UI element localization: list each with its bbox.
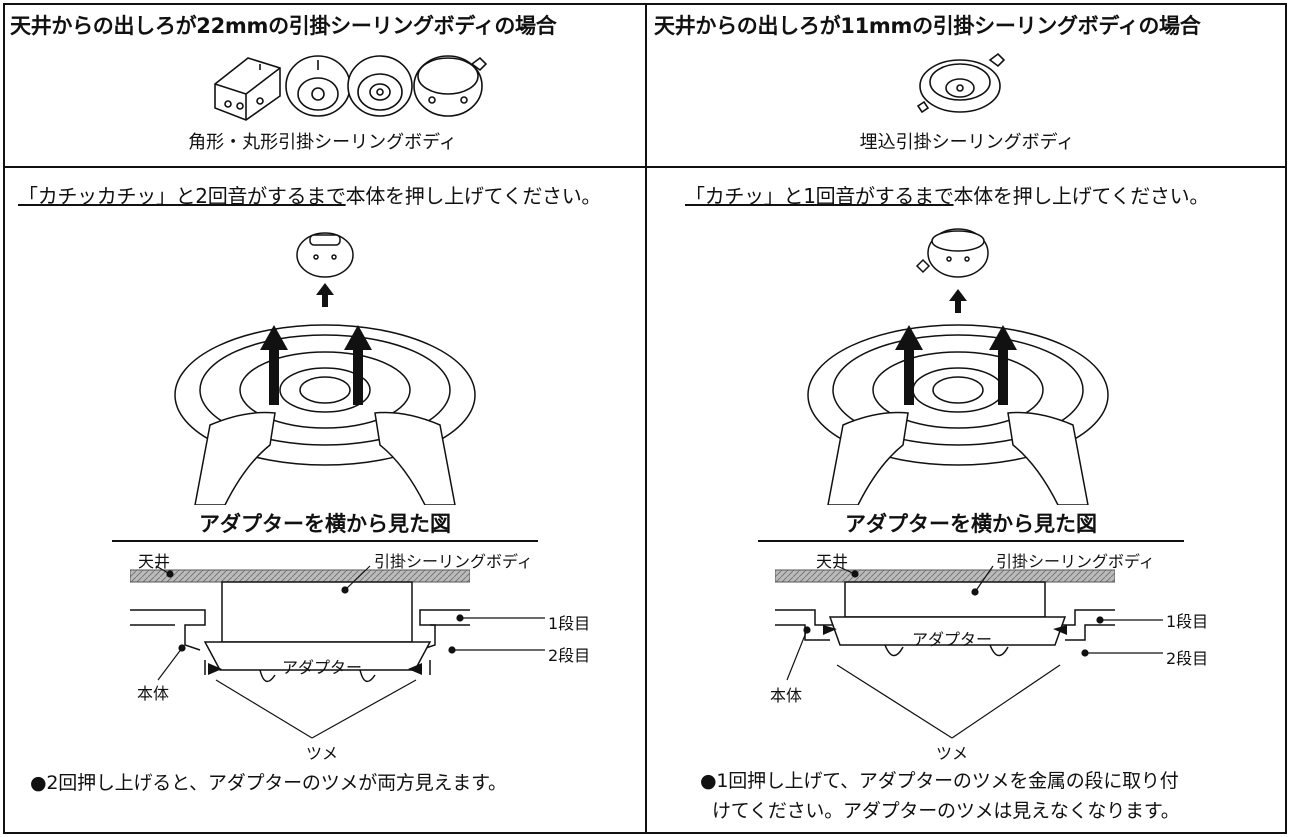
left-adapter-label: アダプター — [282, 658, 363, 677]
left-instruction-rest: 本体を押し上げてください。 — [345, 184, 602, 208]
right-ceiling-body-label: 引掛シーリングボディ — [996, 552, 1155, 571]
left-ceiling-body-label: 引掛シーリングボディ — [374, 552, 533, 571]
ceiling-body-illustrations — [214, 55, 488, 121]
left-push-up-illustration — [174, 232, 476, 505]
right-main-body-label: 本体 — [770, 686, 803, 705]
left-leader-lines — [155, 565, 545, 739]
right-instruction-sound: 「カチッ」と1回音がするまで — [685, 184, 954, 208]
right-side-view-title: アダプターを横から見た図 — [758, 508, 1184, 542]
left-side-view-diagram — [130, 569, 470, 683]
right-claw-label: ツメ — [936, 744, 969, 763]
right-heading: 天井からの出しろが11mmの引掛シーリングボディの場合 — [654, 14, 1201, 38]
right-note-line2: けてください。アダプターのツメは見えなくなります。 — [712, 800, 1180, 822]
left-body-type: 角形・丸形引掛シーリングボディ — [188, 132, 457, 153]
left-claw-label: ツメ — [306, 744, 339, 763]
right-adapter-label: アダプター — [912, 630, 993, 649]
right-note-line1: ●1回押し上げて、アダプターのツメを金属の段に取り付 — [700, 770, 1179, 792]
left-instruction: 「カチッカチッ」と2回音がするまで本体を押し上げてください。 — [18, 180, 601, 209]
right-step1-label: 1段目 — [1166, 612, 1209, 631]
left-note: ●2回押し上げると、アダプターのツメが両方見えます。 — [30, 772, 507, 794]
left-side-view-title: アダプターを横から見た図 — [112, 508, 538, 542]
right-instruction: 「カチッ」と1回音がするまで本体を押し上げてください。 — [685, 180, 1209, 209]
left-instruction-sound: 「カチッカチッ」と2回音がするまで — [18, 184, 346, 208]
left-heading: 天井からの出しろが22mmの引掛シーリングボディの場合 — [10, 14, 557, 38]
right-body-type: 埋込引掛シーリングボディ — [859, 132, 1075, 153]
right-push-up-illustration — [807, 228, 1109, 505]
right-leader-lines — [786, 565, 1163, 739]
row-divider — [3, 166, 1287, 168]
right-ceiling-label: 天井 — [816, 552, 849, 571]
left-step2-label: 2段目 — [548, 646, 591, 665]
left-main-body-label: 本体 — [137, 684, 170, 703]
right-instruction-rest: 本体を押し上げてください。 — [953, 184, 1210, 208]
flush-ceiling-body-illustration — [916, 52, 1006, 114]
left-step1-label: 1段目 — [548, 614, 591, 633]
left-ceiling-label: 天井 — [138, 552, 171, 571]
right-step2-label: 2段目 — [1166, 649, 1209, 668]
column-divider — [645, 3, 647, 834]
right-side-view-diagram — [775, 569, 1115, 657]
